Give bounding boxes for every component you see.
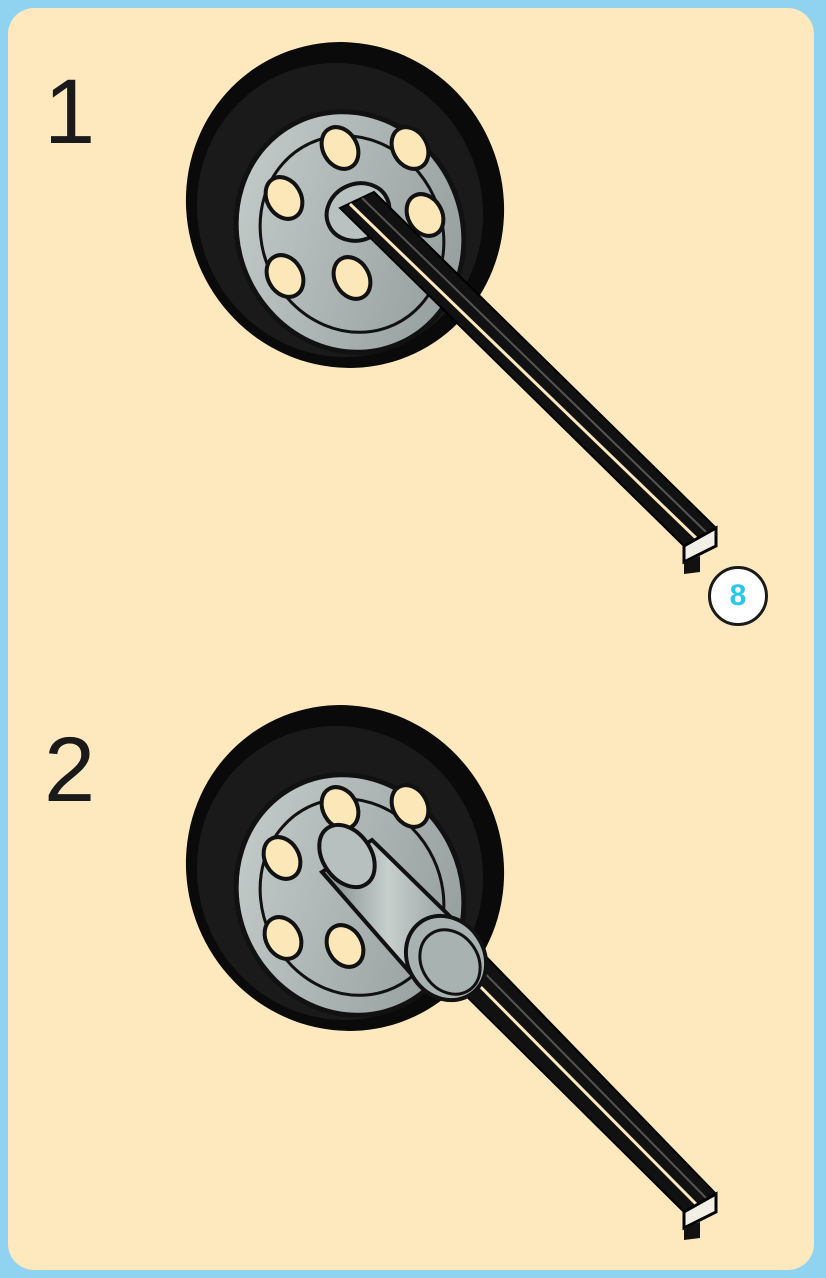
step-2-assembly bbox=[132, 653, 716, 1240]
step-1-assembly bbox=[132, 0, 716, 574]
axle-1 bbox=[340, 192, 716, 574]
quantity-badge: 8 bbox=[708, 566, 768, 626]
